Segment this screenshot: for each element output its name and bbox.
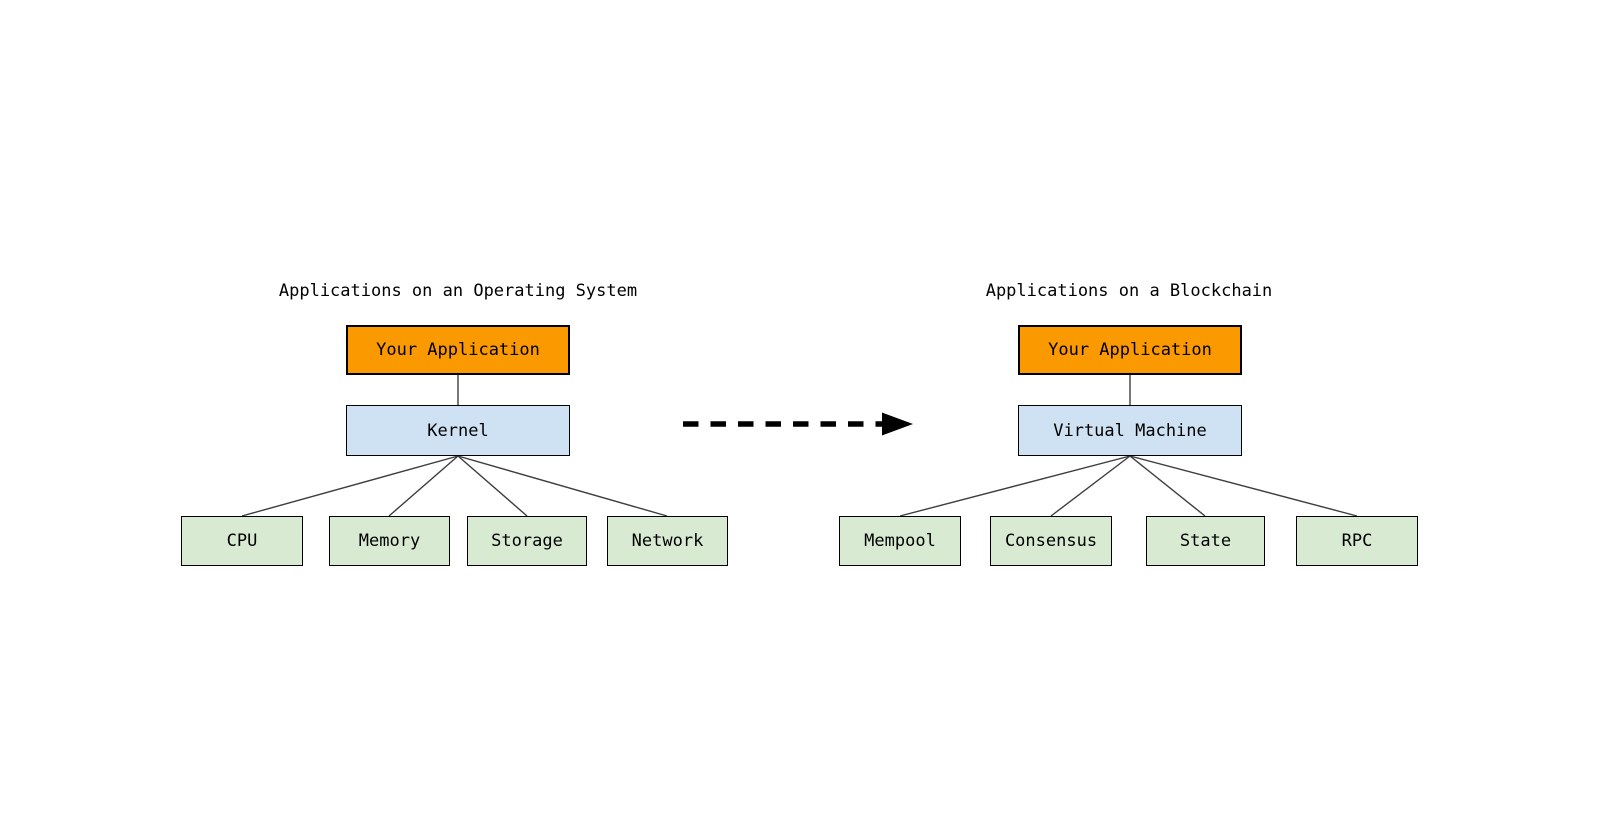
connector-line [388, 455, 459, 517]
blockchain-vm-node: Virtual Machine [1018, 405, 1242, 456]
connector-line [1129, 455, 1206, 517]
connector-line [1129, 455, 1358, 517]
os-component-cpu: CPU [181, 516, 303, 566]
os-component-memory: Memory [329, 516, 450, 566]
transformation-arrow-head [882, 412, 913, 436]
connector-line [241, 455, 459, 517]
os-kernel-node: Kernel [346, 405, 570, 456]
os-diagram-title: Applications on an Operating System [278, 281, 638, 301]
os-app-node: Your Application [346, 325, 570, 375]
blockchain-diagram-title: Applications on a Blockchain [985, 281, 1273, 301]
os-tree-connectors [241, 375, 668, 517]
blockchain-component-state: State [1146, 516, 1265, 566]
os-component-storage: Storage [467, 516, 587, 566]
blockchain-component-consensus: Consensus [990, 516, 1112, 566]
blockchain-tree-connectors [899, 375, 1358, 517]
blockchain-component-mempool: Mempool [839, 516, 961, 566]
transformation-arrow [683, 412, 913, 436]
blockchain-app-node: Your Application [1018, 325, 1242, 375]
connector-line [457, 455, 528, 517]
connector-line [457, 455, 668, 517]
blockchain-component-rpc: RPC [1296, 516, 1418, 566]
connector-line [899, 455, 1131, 517]
connector-line [1050, 455, 1131, 517]
os-component-network: Network [607, 516, 728, 566]
